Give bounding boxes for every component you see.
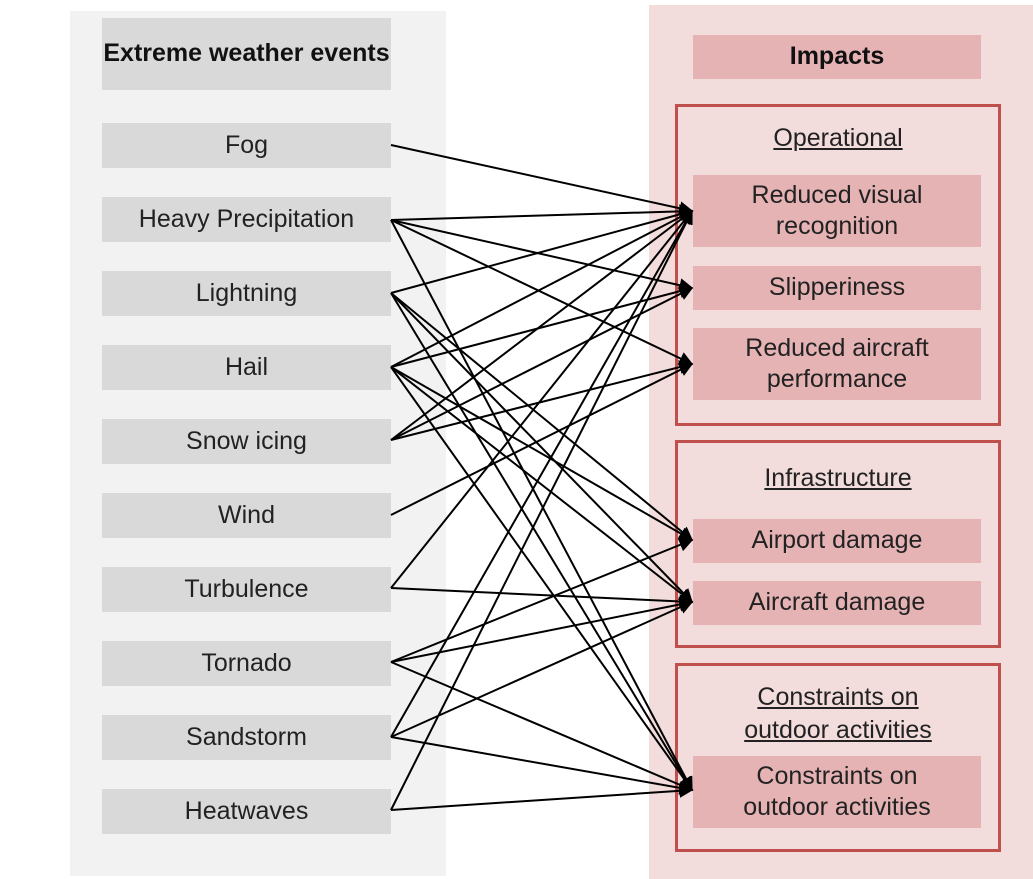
impact-aircraft-damage: Aircraft damage	[693, 581, 981, 625]
group-infrastructure	[675, 440, 1001, 648]
arrow-turbulence-to-aircraft-damage	[390, 587, 694, 609]
impacts-header: Impacts	[693, 35, 981, 79]
event-hail: Hail	[102, 345, 391, 390]
event-lightning: Lightning	[102, 271, 391, 316]
event-sandstorm: Sandstorm	[102, 715, 391, 760]
arrow-hail-to-airport-damage	[390, 366, 694, 541]
arrow-hail-to-reduced-visual-recognition	[390, 210, 694, 368]
group-operational	[675, 104, 1001, 426]
impact-airport-damage: Airport damage	[693, 519, 981, 563]
impact-reduced-aircraft-performance: Reduced aircraft performance	[693, 328, 981, 400]
arrow-snow-icing-to-slipperiness	[390, 287, 694, 441]
event-heavy-precipitation: Heavy Precipitation	[102, 197, 391, 242]
event-heatwaves: Heatwaves	[102, 789, 391, 834]
arrow-heavy-precipitation-to-constraints-outdoor	[390, 219, 693, 792]
event-wind: Wind	[102, 493, 391, 538]
arrow-heavy-precipitation-to-slipperiness	[390, 219, 694, 293]
arrow-heatwaves-to-reduced-visual-recognition	[390, 209, 693, 811]
arrow-lightning-to-airport-damage	[390, 292, 694, 541]
arrow-snow-icing-to-reduced-aircraft-performance	[390, 360, 694, 441]
arrow-heavy-precipitation-to-reduced-visual-recognition	[390, 204, 694, 221]
arrow-hail-to-constraints-outdoor	[390, 366, 693, 792]
arrow-heavy-precipitation-to-reduced-aircraft-performance	[390, 219, 694, 365]
event-tornado: Tornado	[102, 641, 391, 686]
group-constraints	[675, 663, 1001, 852]
events-header: Extreme weather events	[102, 18, 391, 90]
arrow-tornado-to-constraints-outdoor	[390, 661, 694, 792]
arrow-sandstorm-to-reduced-visual-recognition	[390, 209, 693, 738]
impact-reduced-visual-recognition: Reduced visual recognition	[693, 175, 981, 247]
arrow-wind-to-reduced-aircraft-performance	[390, 363, 694, 516]
arrow-tornado-to-aircraft-damage	[390, 597, 694, 663]
arrow-lightning-to-reduced-visual-recognition	[390, 207, 694, 294]
arrow-turbulence-to-reduced-visual-recognition	[390, 209, 693, 589]
event-snow-icing: Snow icing	[102, 419, 391, 464]
event-fog: Fog	[102, 123, 391, 168]
arrow-sandstorm-to-constraints-outdoor	[390, 736, 694, 795]
group-title-constraints: Constraints on outdoor activities	[744, 683, 932, 744]
arrow-snow-icing-to-reduced-visual-recognition	[390, 210, 694, 441]
group-title-infrastructure: Infrastructure	[764, 464, 912, 492]
impact-slipperiness: Slipperiness	[693, 266, 981, 310]
impact-constraints-outdoor: Constraints on outdoor activities	[693, 756, 981, 828]
group-title-operational: Operational	[773, 124, 903, 152]
arrow-fog-to-reduced-visual-recognition	[390, 144, 694, 216]
arrow-heatwaves-to-constraints-outdoor	[390, 783, 694, 811]
arrow-hail-to-slipperiness	[390, 284, 694, 368]
arrow-sandstorm-to-aircraft-damage	[390, 600, 694, 738]
arrow-lightning-to-constraints-outdoor	[390, 292, 693, 792]
arrow-hail-to-aircraft-damage	[390, 366, 694, 603]
event-turbulence: Turbulence	[102, 567, 391, 612]
arrow-lightning-to-aircraft-damage	[390, 292, 693, 604]
arrow-tornado-to-airport-damage	[390, 538, 694, 663]
